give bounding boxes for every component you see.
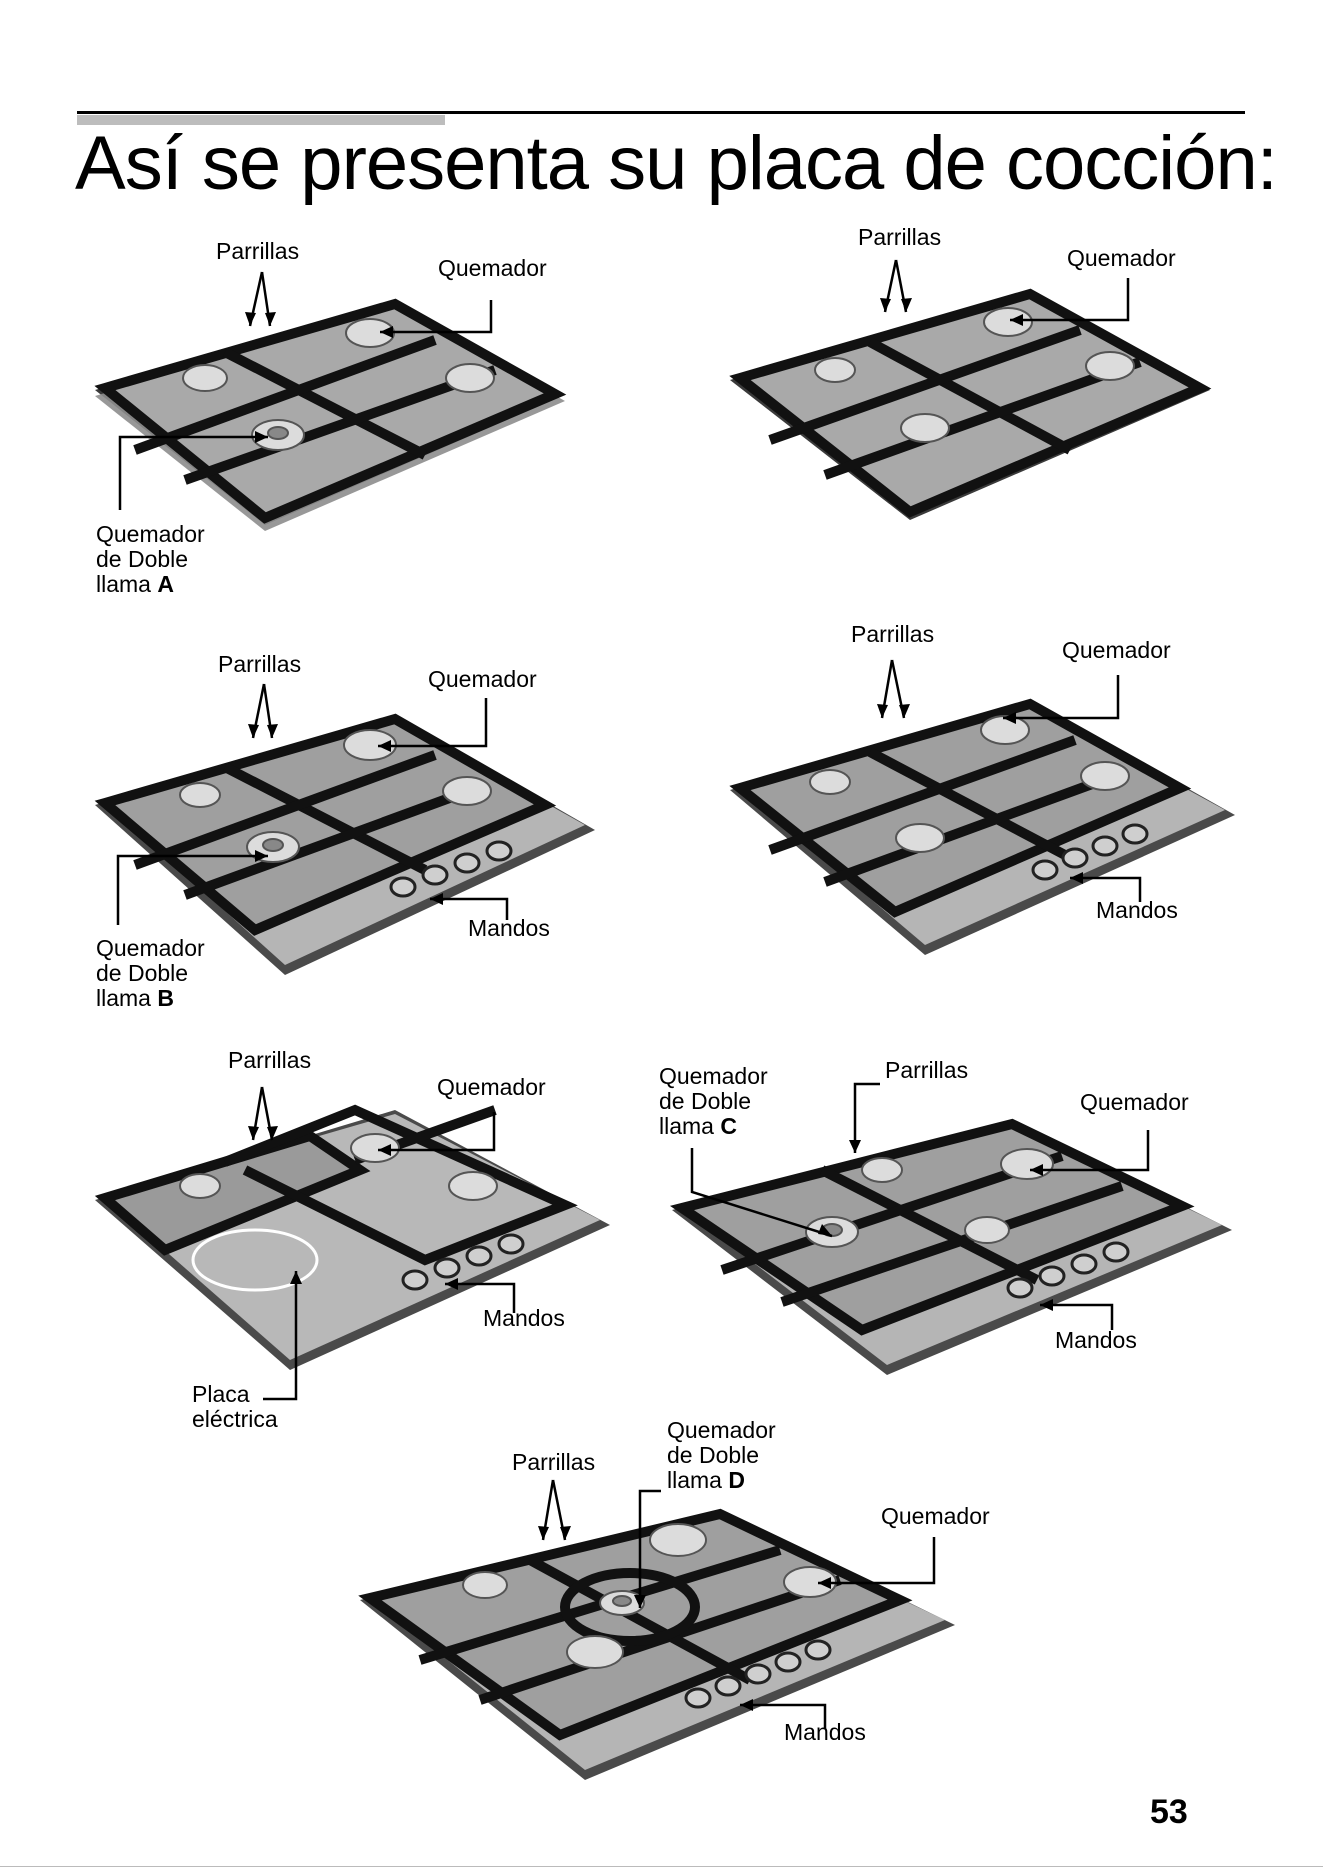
label-parrillas-1: Parrillas xyxy=(216,239,299,264)
label-quemador-4: Quemador xyxy=(1062,638,1171,663)
label-quemador-doble-d: Quemador de Doble llama D xyxy=(667,1418,776,1493)
label-quemador-6: Quemador xyxy=(1080,1090,1189,1115)
label-quemador-2: Quemador xyxy=(1067,246,1176,271)
label-mandos-3: Mandos xyxy=(468,916,550,941)
label-mandos-7: Mandos xyxy=(784,1720,866,1745)
label-mandos-4: Mandos xyxy=(1096,898,1178,923)
label-quemador-5: Quemador xyxy=(437,1075,546,1100)
footer-rule xyxy=(0,1866,1323,1867)
label-quemador-7: Quemador xyxy=(881,1504,990,1529)
label-quemador-3: Quemador xyxy=(428,667,537,692)
page-number: 53 xyxy=(1150,1793,1188,1832)
label-parrillas-5: Parrillas xyxy=(228,1048,311,1073)
label-quemador-doble-a: Quemador de Doble llama A xyxy=(96,522,205,597)
label-parrillas-3: Parrillas xyxy=(218,652,301,677)
label-parrillas-6: Parrillas xyxy=(885,1058,968,1083)
label-quemador-doble-c: Quemador de Doble llama C xyxy=(659,1064,768,1139)
label-quemador-doble-b: Quemador de Doble llama B xyxy=(96,936,205,1011)
label-mandos-5: Mandos xyxy=(483,1306,565,1331)
label-quemador-1: Quemador xyxy=(438,256,547,281)
label-placa-electrica: Placa eléctrica xyxy=(192,1382,278,1432)
label-parrillas-7: Parrillas xyxy=(512,1450,595,1475)
label-mandos-6: Mandos xyxy=(1055,1328,1137,1353)
label-parrillas-4: Parrillas xyxy=(851,622,934,647)
label-parrillas-2: Parrillas xyxy=(858,225,941,250)
